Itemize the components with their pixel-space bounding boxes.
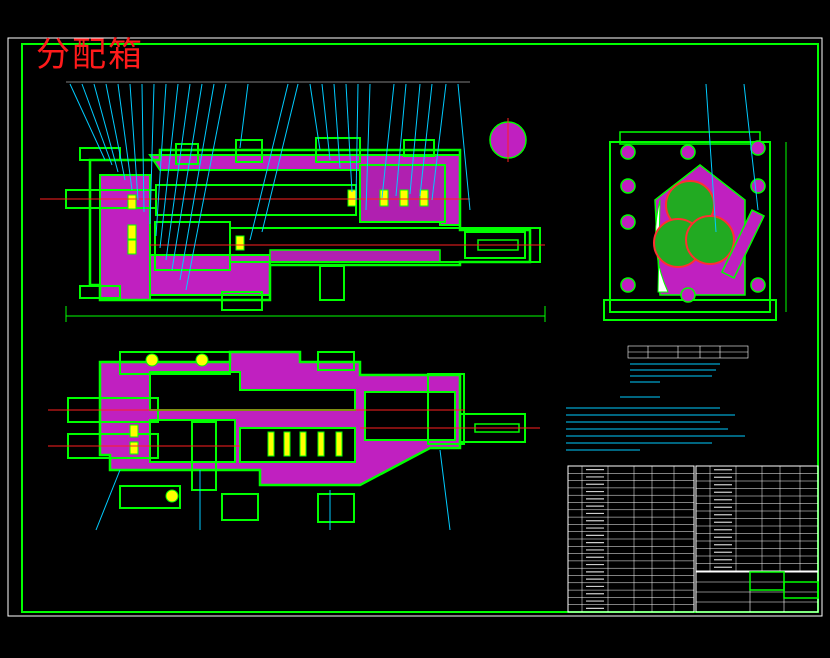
inner-frame bbox=[21, 43, 819, 613]
side-view bbox=[603, 83, 787, 321]
technical-requirements bbox=[566, 396, 745, 451]
outer-frame bbox=[7, 37, 823, 617]
parts-list bbox=[567, 465, 819, 613]
title-block bbox=[695, 571, 819, 613]
plan-section-view bbox=[48, 350, 540, 531]
drawing-title: 分配箱 bbox=[36, 35, 144, 75]
gear-spec-table bbox=[627, 345, 749, 383]
front-section-view bbox=[40, 81, 546, 322]
